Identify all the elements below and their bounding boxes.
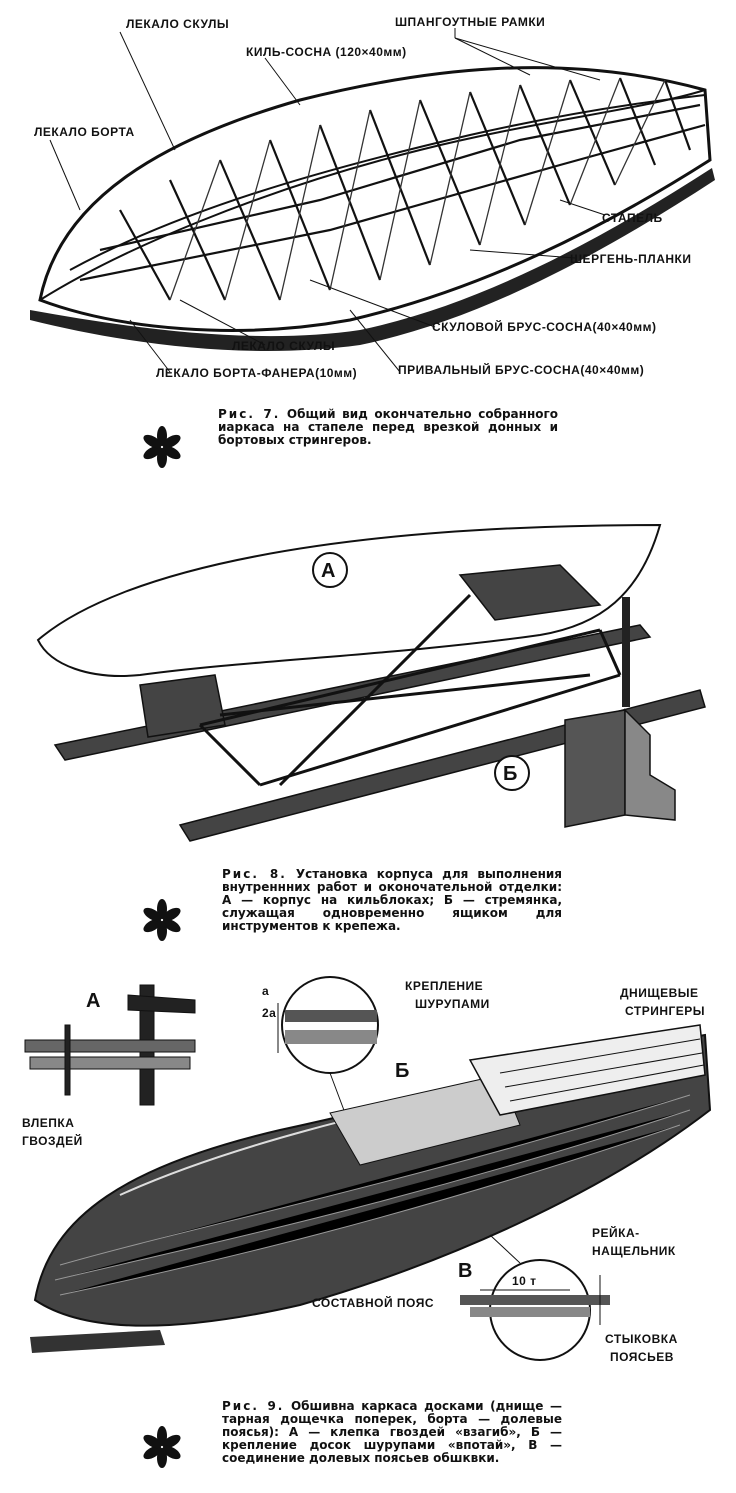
figure-7: ЛЕКАЛО СКУЛЫ ШПАНГОУТНЫЕ РАМКИ КИЛЬ-СОСН… bbox=[0, 0, 736, 470]
figure-9-caption-lead: Рис. 9. bbox=[222, 1399, 285, 1413]
label-nashchelnik: НАЩЕЛЬНИК bbox=[592, 1244, 676, 1258]
figure-8-hull-on-blocks-drawing: А Б bbox=[36, 523, 706, 842]
label-gvozdey: ГВОЗДЕЙ bbox=[22, 1133, 83, 1148]
figure-9-hull-planking-drawing: А Б В 2a a 10 т КРЕПЛЕНИЕ ШУРУПАМИ ДНИЩЕ… bbox=[22, 976, 712, 1364]
label-kil-sosna: КИЛЬ-СОСНА (120×40мм) bbox=[246, 45, 407, 59]
label-privalny-brus: ПРИВАЛЬНЫЙ БРУС-СОСНА(40×40мм) bbox=[398, 362, 644, 377]
dimension-10t: 10 т bbox=[512, 1274, 537, 1288]
label-reyka: РЕЙКА- bbox=[592, 1225, 640, 1240]
label-stykovka: СТЫКОВКА bbox=[605, 1332, 678, 1346]
figure-7-caption: Рис. 7. Общий вид окончательно собранног… bbox=[218, 408, 558, 447]
figure-8-caption-lead: Рис. 8. bbox=[222, 867, 287, 881]
label-shpangoutnye-ramki: ШПАНГОУТНЫЕ РАМКИ bbox=[395, 15, 545, 29]
label-v: В bbox=[458, 1260, 472, 1282]
asterisk-icon bbox=[143, 899, 181, 941]
figure-9-caption: Рис. 9. Обшивна каркаса досками (днище —… bbox=[222, 1400, 562, 1465]
label-stringery: СТРИНГЕРЫ bbox=[625, 1004, 705, 1018]
label-b: Б bbox=[503, 763, 517, 785]
label-sostavnoy-poyas: СОСТАВНОЙ ПОЯС bbox=[312, 1295, 434, 1310]
label-lekalo-skuly-top: ЛЕКАЛО СКУЛЫ bbox=[126, 17, 229, 31]
label-lekalo-skuly-bottom: ЛЕКАЛО СКУЛЫ bbox=[232, 339, 335, 353]
label-lekalo-borta: ЛЕКАЛО БОРТА bbox=[34, 125, 135, 139]
figure-7-caption-text: Общий вид окончательно собранного иаркас… bbox=[218, 407, 558, 447]
dimension-a: a bbox=[262, 984, 269, 998]
label-dnishchevye: ДНИЩЕВЫЕ bbox=[620, 986, 699, 1000]
figure-9: А Б В 2a a 10 т КРЕПЛЕНИЕ ШУРУПАМИ ДНИЩЕ… bbox=[0, 965, 736, 1385]
figure-8-caption: Рис. 8. Установка корпуса для выполнения… bbox=[222, 868, 562, 933]
figure-7-frame-drawing: ЛЕКАЛО СКУЛЫ ШПАНГОУТНЫЕ РАМКИ КИЛЬ-СОСН… bbox=[30, 15, 715, 380]
label-a: А bbox=[321, 560, 335, 582]
label-b: Б bbox=[395, 1060, 409, 1082]
label-shergen-planki: ШЕРГЕНЬ-ПЛАНКИ bbox=[570, 252, 692, 266]
label-vlepka: ВЛЕПКА bbox=[22, 1116, 74, 1130]
asterisk-icon bbox=[143, 426, 181, 468]
figure-8-caption-text: Установка корпуса для выполнения внутрен… bbox=[222, 867, 562, 933]
dimension-2a: 2a bbox=[262, 1006, 276, 1020]
label-lekalo-borta-fanera: ЛЕКАЛО БОРТА-ФАНЕРА(10мм) bbox=[156, 366, 357, 380]
figure-7-caption-lead: Рис. 7. bbox=[218, 407, 281, 421]
figure-9-caption-text: Обшивна каркаса досками (днище — тарная … bbox=[222, 1399, 562, 1465]
label-kreplenie: КРЕПЛЕНИЕ bbox=[405, 979, 483, 993]
label-stapel: СТАПЕЛЬ bbox=[602, 211, 663, 225]
asterisk-icon bbox=[143, 1426, 181, 1468]
label-shurupami: ШУРУПАМИ bbox=[415, 997, 490, 1011]
label-a: А bbox=[86, 990, 100, 1012]
figure-8: А Б bbox=[0, 485, 736, 850]
label-skulovoy-brus: СКУЛОВОЙ БРУС-СОСНА(40×40мм) bbox=[432, 319, 656, 334]
label-poyasev: ПОЯСЬЕВ bbox=[610, 1350, 674, 1364]
